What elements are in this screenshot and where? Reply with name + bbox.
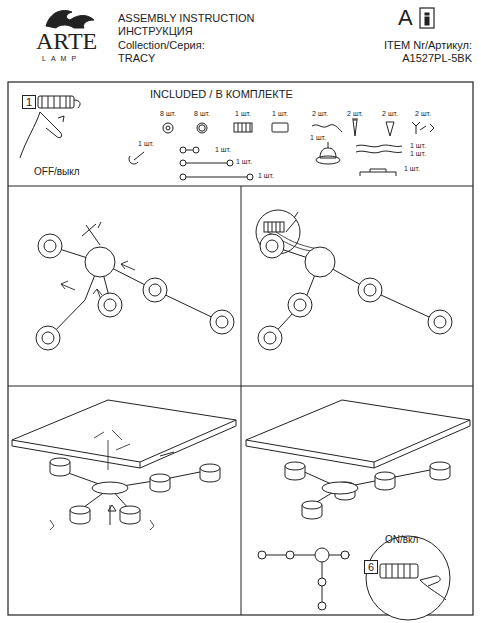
quantity-label: 2 шт. <box>415 110 431 118</box>
shade <box>260 234 284 258</box>
shade <box>200 464 220 482</box>
quantity-label: 2 шт. <box>347 110 363 118</box>
header-text: TRACY <box>118 52 155 64</box>
shade <box>288 293 312 317</box>
header-text: ITEM Nr/Артикул: <box>384 39 472 51</box>
shade <box>50 458 70 476</box>
header-text: ASSEMBLY INSTRUCTION <box>118 12 255 24</box>
quantity-label: ON/вкл <box>385 534 418 545</box>
shade <box>120 506 140 524</box>
quantity-label: 1 шт. <box>404 165 420 173</box>
quantity-label: 8 шт. <box>160 110 176 118</box>
shade <box>285 462 305 480</box>
shade <box>150 474 170 492</box>
shade <box>358 278 382 302</box>
shade <box>36 326 60 350</box>
quantity-label: 1 шт. <box>410 142 426 150</box>
quantity-label: 1 шт. <box>272 110 288 118</box>
header-text: OFF/выкл <box>34 166 80 177</box>
step-number-box: 6 <box>364 560 378 574</box>
header-text: ИНСТРУКЦИЯ <box>118 25 193 37</box>
quantity-label: 1 шт. <box>236 158 252 166</box>
shade <box>430 462 450 480</box>
quantity-label: 2 шт. <box>382 110 398 118</box>
shade <box>258 326 282 350</box>
shade <box>143 278 167 302</box>
step-number: 6 <box>368 561 374 573</box>
shade <box>98 293 122 317</box>
quantity-label: 1 шт. <box>235 110 251 118</box>
shade <box>38 234 62 258</box>
quantity-label: 1 шт. <box>138 140 154 148</box>
quantity-label: 1 шт. <box>258 172 274 180</box>
header-text: Collection/Серия: <box>118 39 205 51</box>
header-text: A <box>398 6 413 30</box>
logo-text: ARTE <box>36 28 97 54</box>
shade <box>302 501 322 519</box>
shade <box>210 310 234 334</box>
quantity-label: 2 шт. <box>312 110 328 118</box>
shade <box>70 506 90 524</box>
quantity-label: 1 шт. <box>410 150 426 158</box>
header-text: A1527PL-5BK <box>402 52 472 64</box>
step-number-box: 1 <box>22 95 36 109</box>
shade <box>375 472 395 490</box>
quantity-label: 8 шт. <box>194 110 210 118</box>
shade <box>428 310 452 334</box>
step-number: 1 <box>26 96 32 108</box>
header-text: INCLUDED / В КОМПЛЕКТЕ <box>150 88 293 100</box>
quantity-label: 1 шт. <box>310 134 326 142</box>
quantity-label: 1 шт. <box>215 146 231 154</box>
logo-text: LAMP <box>42 55 81 63</box>
